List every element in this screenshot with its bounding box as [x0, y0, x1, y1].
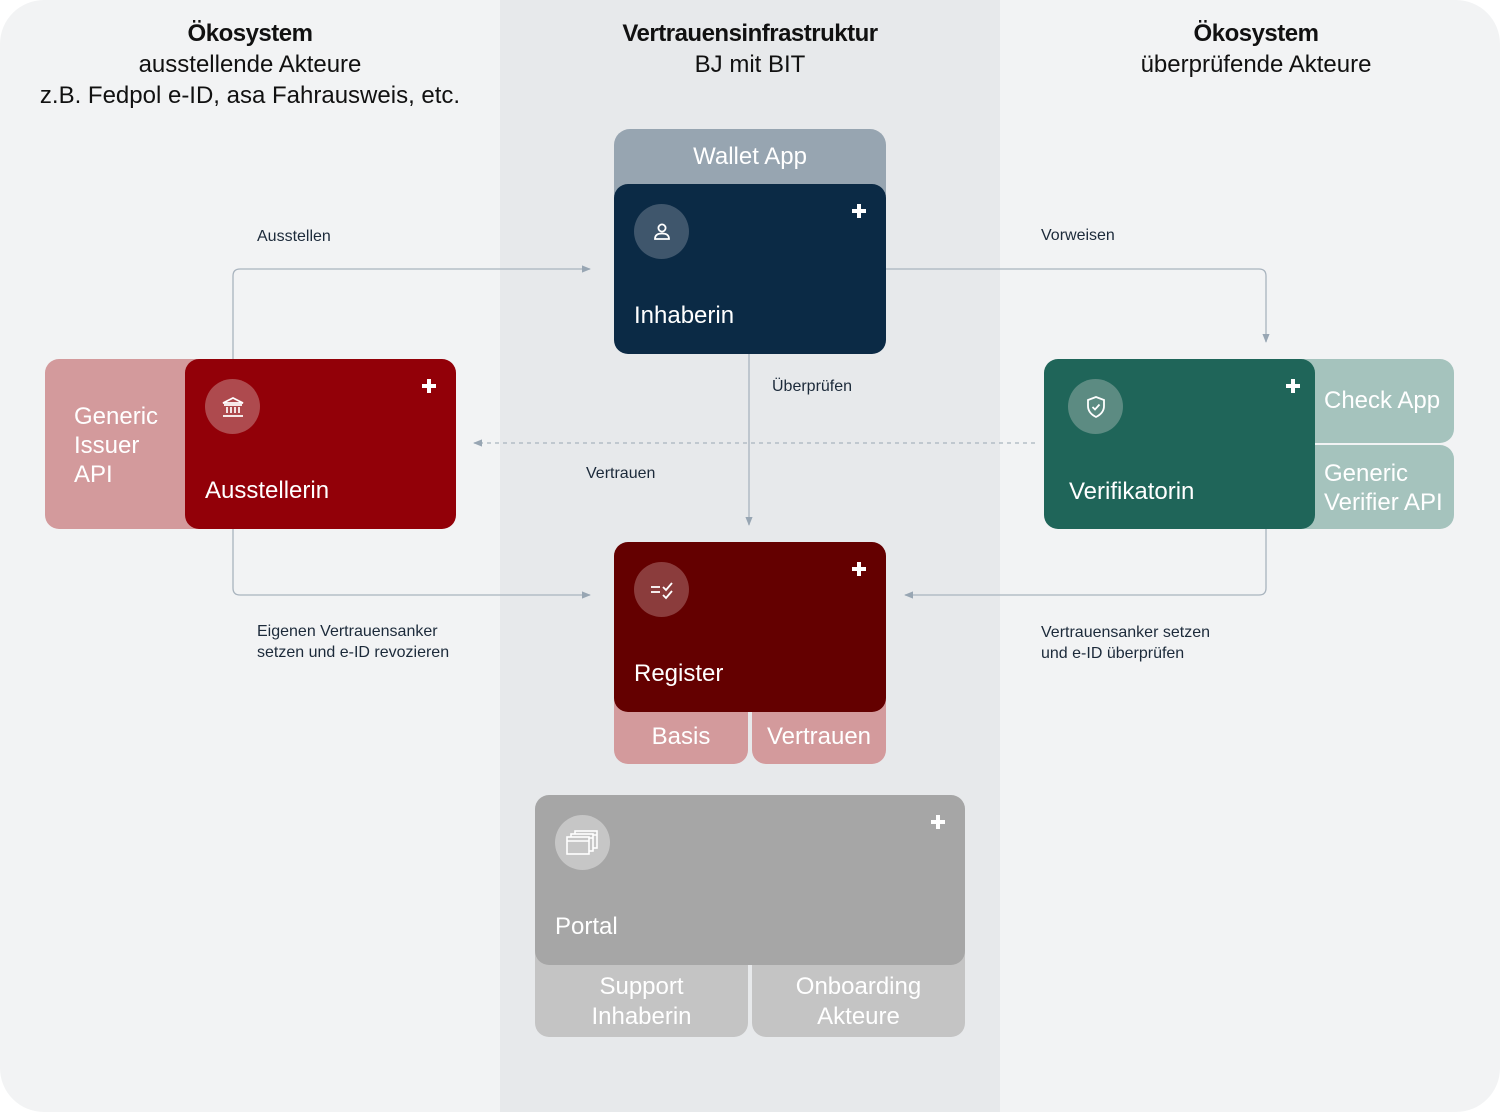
middle-heading-subtitle: BJ mit BIT [694, 51, 806, 78]
generic-issuer-line3: API [74, 461, 113, 488]
plus-icon[interactable] [1286, 379, 1300, 393]
verifikatorin-card[interactable]: Verifikatorin [1044, 359, 1315, 529]
portal-label: Portal [555, 913, 618, 940]
generic-verifier-line1: Generic [1324, 460, 1409, 487]
plus-icon[interactable] [931, 815, 945, 829]
label-anker-left: Eigenen Vertrauensanker setzen und e-ID … [257, 621, 449, 663]
label-anker-left-line1: Eigenen Vertrauensanker [257, 623, 438, 640]
label-anker-right: Vertrauensanker setzen und e-ID überprüf… [1041, 622, 1210, 664]
support-line2: Inhaberin [591, 1003, 692, 1030]
left-heading-subtitle: ausstellende Akteure [138, 51, 362, 78]
generic-verifier-api-label: Generic Verifier API [1324, 459, 1443, 517]
left-column-heading: Ökosystem ausstellende Akteure z.B. Fedp… [0, 18, 500, 111]
vertrauen-tab-label: Vertrauen [766, 723, 872, 750]
plus-icon[interactable] [852, 204, 866, 218]
middle-heading-title: Vertrauensinfrastruktur [622, 20, 878, 47]
generic-issuer-line1: Generic [74, 403, 159, 430]
support-inhaberin-label: Support Inhaberin [535, 972, 748, 1032]
left-heading-title: Ökosystem [187, 20, 313, 47]
label-vertrauen: Vertrauen [586, 465, 656, 482]
onboarding-line2: Akteure [817, 1003, 900, 1030]
edge-vorweisen [886, 268, 1270, 343]
inhaberin-label: Inhaberin [634, 302, 735, 329]
wallet-app-label: Wallet App [693, 143, 807, 170]
onboarding-line1: Onboarding [795, 973, 922, 1000]
edge-ausstellen [232, 265, 591, 359]
check-app-label: Check App [1324, 387, 1441, 414]
ausstellerin-card[interactable]: Ausstellerin [185, 359, 456, 529]
label-anker-right-line2: und e-ID überprüfen [1041, 645, 1185, 662]
portal-card[interactable]: Portal [535, 795, 965, 965]
onboarding-akteure-label: Onboarding Akteure [752, 972, 965, 1032]
person-icon [634, 204, 689, 259]
register-card[interactable]: Register [614, 542, 886, 712]
generic-verifier-line2: Verifier API [1324, 489, 1443, 516]
right-heading-title: Ökosystem [1193, 20, 1319, 47]
edge-anker-left [232, 529, 591, 599]
shield-check-icon [1068, 379, 1123, 434]
verifikatorin-label: Verifikatorin [1069, 478, 1195, 505]
label-anker-left-line2: setzen und e-ID revozieren [257, 644, 450, 661]
generic-issuer-line2: Issuer [74, 432, 140, 459]
plus-icon[interactable] [422, 379, 436, 393]
right-column-heading: Ökosystem überprüfende Akteure [1006, 18, 1500, 80]
plus-icon[interactable] [852, 562, 866, 576]
label-ueberpruefen: Überprüfen [772, 378, 853, 395]
basis-label: Basis [651, 723, 711, 750]
label-anker-right-line1: Vertrauensanker setzen [1041, 624, 1210, 641]
browser-windows-icon [555, 815, 610, 870]
right-heading-subtitle: überprüfende Akteure [1140, 51, 1372, 78]
register-label: Register [634, 660, 724, 687]
list-check-icon [634, 562, 689, 617]
generic-issuer-api-label: Generic Issuer API [74, 402, 158, 489]
bank-icon [205, 379, 260, 434]
middle-column-heading: Vertrauensinfrastruktur BJ mit BIT [500, 18, 1000, 80]
ausstellerin-label: Ausstellerin [205, 477, 330, 504]
edge-anker-right [904, 529, 1267, 599]
support-line1: Support [599, 973, 684, 1000]
label-vorweisen: Vorweisen [1041, 227, 1115, 244]
left-heading-examples: z.B. Fedpol e-ID, asa Fahrausweis, etc. [39, 82, 461, 109]
inhaberin-card[interactable]: Inhaberin [614, 184, 886, 354]
label-ausstellen: Ausstellen [257, 228, 331, 245]
